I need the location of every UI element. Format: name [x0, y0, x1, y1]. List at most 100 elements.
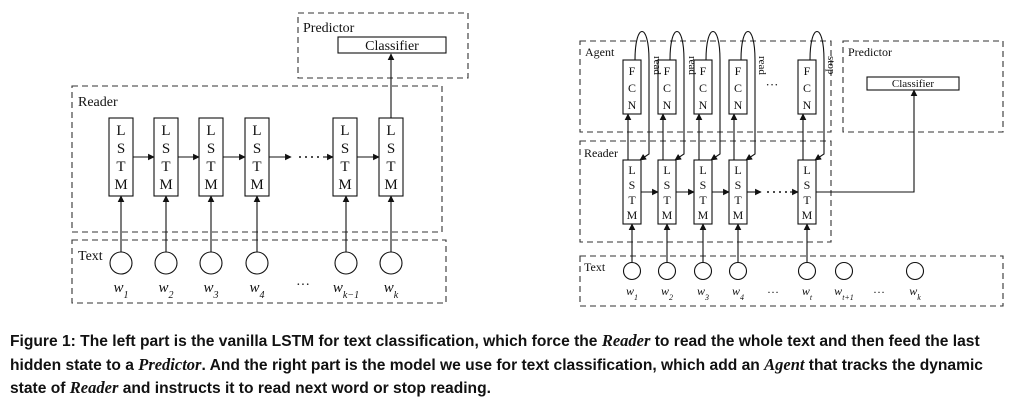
- lstm-cell-letter: T: [803, 193, 811, 207]
- output-arrow: [816, 89, 918, 193]
- left-panel: Predictor Classifier Reader Text LSTMLST…: [71, 12, 469, 304]
- word-label: w4: [249, 280, 264, 301]
- word-node: [622, 261, 642, 281]
- fcn-cell-letter: N: [803, 98, 812, 112]
- right-text-label: Text: [584, 260, 606, 274]
- action-arrow: [669, 30, 685, 161]
- fcn-cell: [622, 59, 642, 115]
- word-label: w1: [626, 284, 638, 302]
- figure-caption: Figure 1: The left part is the vanilla L…: [10, 330, 1020, 401]
- lstm-cell-letter: M: [204, 177, 217, 193]
- lstm-cell-letter: T: [386, 159, 395, 175]
- word-label: w2: [661, 284, 673, 302]
- action-label: read: [756, 56, 768, 75]
- lstm-cell-letter: S: [804, 178, 811, 192]
- lstm-cell-letter: M: [662, 208, 673, 222]
- lstm-cell-letter: S: [700, 178, 707, 192]
- lstm-cell-letter: S: [117, 141, 125, 157]
- right-agent-region: [579, 40, 832, 133]
- word-node: [657, 261, 677, 281]
- left-predictor-region: [297, 12, 469, 79]
- right-reader-label: Reader: [584, 146, 618, 160]
- word-ellipsis: …: [767, 282, 779, 296]
- word-label: wt: [802, 284, 813, 302]
- lstm-cell-letter: M: [733, 208, 744, 222]
- action-label: stop: [825, 56, 837, 75]
- word-node: [834, 261, 854, 281]
- word-node: [199, 251, 223, 275]
- fcn-cell-letter: F: [700, 64, 707, 78]
- action-arrow: [634, 30, 650, 161]
- fcn-cell-letter: F: [664, 64, 671, 78]
- word-node: [245, 251, 269, 275]
- left-text-label: Text: [78, 249, 103, 264]
- caption-reader-term-2: Reader: [69, 378, 119, 397]
- right-text-region: [579, 255, 1004, 307]
- left-classifier-box: [337, 36, 447, 54]
- word-label: wk−1: [333, 280, 359, 301]
- fcn-cell: [797, 59, 817, 115]
- lstm-cell-letter: M: [698, 208, 709, 222]
- lstm-cell-letter: S: [207, 141, 215, 157]
- fcn-cell: [657, 59, 677, 115]
- word-node: [797, 261, 817, 281]
- lstm-cell-letter: M: [159, 177, 172, 193]
- right-predictor-region: [842, 40, 1004, 133]
- lstm-cell-letter: S: [629, 178, 636, 192]
- lstm-cell-letter: L: [206, 123, 215, 139]
- fcn-cell-letter: N: [734, 98, 743, 112]
- lstm-cell-letter: T: [161, 159, 170, 175]
- word-label: w1: [113, 280, 128, 301]
- word-node: [109, 251, 133, 275]
- caption-mid-2: . And the right part is the model we use…: [201, 356, 765, 374]
- caption-mid-3: that tracks the dynamic state of: [10, 356, 983, 398]
- caption-predictor-term: Predictor: [138, 354, 202, 374]
- fcn-cell-letter: F: [629, 64, 636, 78]
- word-ellipsis: ···: [296, 278, 310, 293]
- fcn-cell-letter: F: [735, 64, 742, 78]
- lstm-cell-letter: T: [663, 193, 671, 207]
- left-classifier-label: Classifier: [365, 39, 419, 54]
- fcn-cell-letter: C: [663, 81, 671, 95]
- fcn-ellipsis: ···: [766, 77, 779, 92]
- word-ellipsis: …: [873, 282, 885, 296]
- lstm-cell: [332, 117, 358, 197]
- lstm-cell-letter: T: [206, 159, 215, 175]
- lstm-cell-letter: S: [387, 141, 395, 157]
- word-label: wt+1: [834, 284, 854, 302]
- caption-suffix: and instructs it to read next word or st…: [118, 380, 491, 397]
- word-node: [379, 251, 403, 275]
- action-arrow: [705, 30, 721, 161]
- lstm-cell-letter: T: [252, 159, 261, 175]
- lstm-cell-letter: M: [114, 177, 127, 193]
- fcn-cell-letter: C: [628, 81, 636, 95]
- word-label: wk: [909, 284, 921, 302]
- right-panel: Agent Predictor Classifier Reader Text F…: [579, 30, 1004, 307]
- lstm-cell-letter: L: [161, 123, 170, 139]
- figure-diagram: Predictor Classifier Reader Text LSTMLST…: [71, 12, 1004, 307]
- word-label: wk: [384, 280, 399, 301]
- lstm-cell-letter: T: [116, 159, 125, 175]
- lstm-cell-letter: M: [250, 177, 263, 193]
- lstm-cell-letter: T: [628, 193, 636, 207]
- lstm-cell-letter: L: [803, 163, 810, 177]
- word-node: [334, 251, 358, 275]
- fcn-cell-letter: N: [663, 98, 672, 112]
- caption-reader-term: Reader: [601, 331, 651, 350]
- lstm-cell-letter: M: [338, 177, 351, 193]
- right-predictor-label: Predictor: [848, 45, 892, 59]
- fcn-cell-letter: C: [734, 81, 742, 95]
- lstm-cell-letter: S: [341, 141, 349, 157]
- lstm-cell-letter: L: [734, 163, 741, 177]
- caption-mid-1: to read the whole text and then feed the…: [10, 333, 980, 374]
- lstm-cell-letter: M: [384, 177, 397, 193]
- lstm-cell-letter: S: [162, 141, 170, 157]
- lstm-cell-letter: T: [699, 193, 707, 207]
- lstm-cell-letter: M: [802, 208, 813, 222]
- caption-prefix: Figure 1: The left part is the vanilla L…: [10, 333, 602, 350]
- lstm-cell-letter: L: [252, 123, 261, 139]
- fcn-cell-letter: N: [628, 98, 637, 112]
- action-arrow: [809, 30, 825, 161]
- fcn-cell-letter: C: [699, 81, 707, 95]
- left-predictor-label: Predictor: [303, 21, 355, 36]
